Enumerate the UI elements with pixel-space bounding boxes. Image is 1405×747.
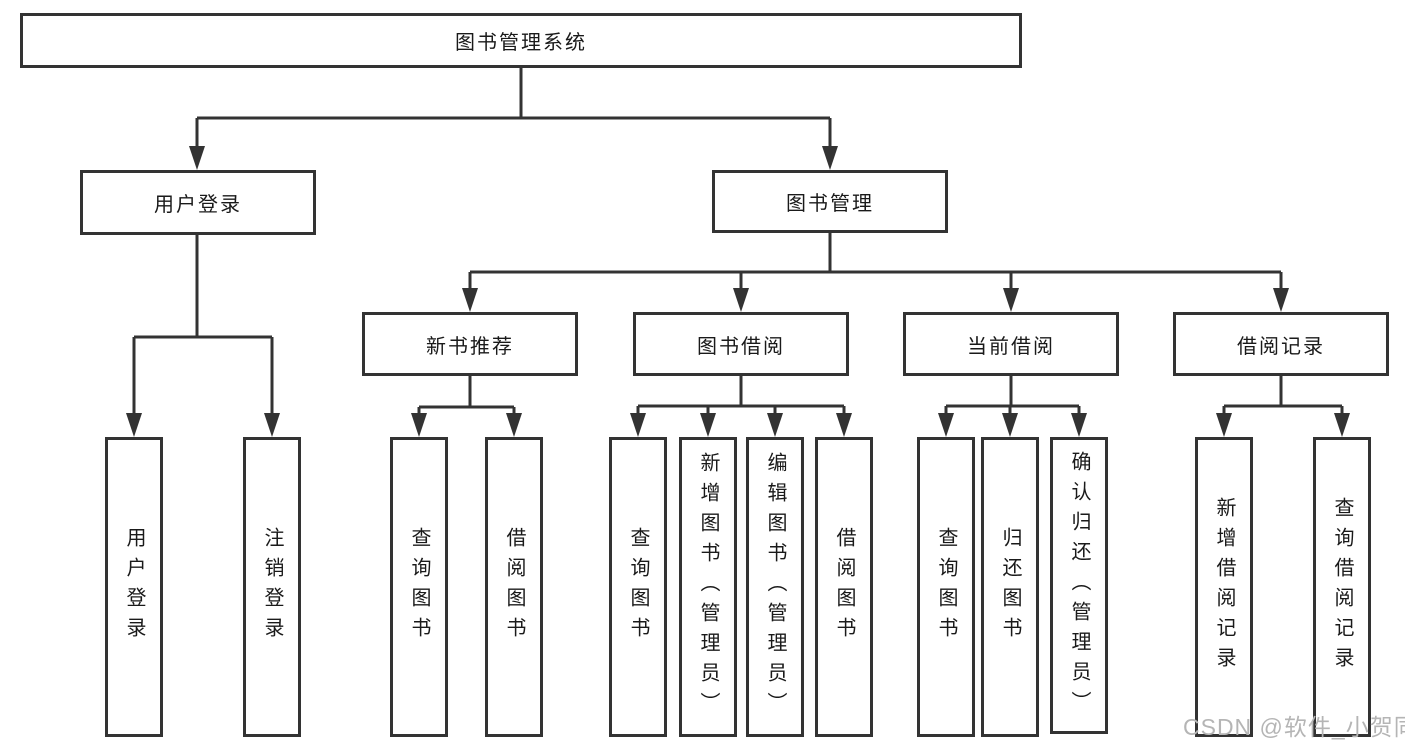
leaf-recommend-query-books-label: 查询图书 — [408, 527, 430, 647]
connector-root-arrowheads — [189, 146, 838, 170]
leaf-current-query-books-label: 查询图书 — [935, 527, 957, 647]
connector-borrow-arrowheads — [630, 413, 852, 437]
node-book-management-label: 图书管理 — [786, 193, 874, 215]
connector-current-to-leaves — [944, 376, 1081, 413]
connector-records-arrowheads — [1216, 413, 1350, 437]
connector-recommend-arrowheads — [411, 413, 522, 437]
node-user-login: 用户登录 — [80, 170, 316, 235]
leaf-recommend-borrow-books-label: 借阅图书 — [503, 527, 525, 647]
leaf-borrow-edit-books-admin-label: 编辑图书（管理员） — [764, 452, 786, 722]
leaf-current-return-books-label: 归还图书 — [999, 527, 1021, 647]
leaf-current-return-books: 归还图书 — [981, 437, 1039, 737]
leaf-borrow-add-books-admin-label: 新增图书（管理员） — [697, 452, 719, 722]
leaf-current-confirm-return-admin-label: 确认归还（管理员） — [1068, 450, 1090, 721]
watermark: CSDN @软件_小贺同学 — [1183, 714, 1405, 740]
node-book-borrow: 图书借阅 — [633, 312, 849, 376]
node-current-borrow: 当前借阅 — [903, 312, 1119, 376]
connector-login-arrowheads — [126, 413, 280, 437]
leaf-logout-label: 注销登录 — [261, 527, 283, 647]
node-library-system-label: 图书管理系统 — [455, 32, 587, 54]
leaf-recommend-borrow-books: 借阅图书 — [485, 437, 543, 737]
leaf-borrow-query-books: 查询图书 — [609, 437, 667, 737]
connector-borrow-to-leaves — [636, 376, 846, 413]
leaf-current-query-books: 查询图书 — [917, 437, 975, 737]
leaf-recommend-query-books: 查询图书 — [390, 437, 448, 737]
connector-root-to-level2 — [195, 68, 832, 146]
leaf-borrow-borrow-books: 借阅图书 — [815, 437, 873, 737]
leaf-records-add-record-label: 新增借阅记录 — [1213, 497, 1235, 677]
node-borrow-records: 借阅记录 — [1173, 312, 1389, 376]
leaf-records-add-record: 新增借阅记录 — [1195, 437, 1253, 737]
node-user-login-label: 用户登录 — [154, 194, 242, 216]
leaf-current-confirm-return-admin: 确认归还（管理员） — [1050, 437, 1108, 734]
connector-manage-to-level3 — [468, 233, 1283, 288]
node-borrow-records-label: 借阅记录 — [1237, 335, 1325, 358]
connector-login-to-leaves — [132, 235, 274, 413]
node-new-book-recommend-label: 新书推荐 — [426, 335, 514, 358]
leaf-borrow-query-books-label: 查询图书 — [627, 527, 649, 647]
leaf-records-query-record-label: 查询借阅记录 — [1331, 497, 1353, 677]
connector-recommend-to-leaves — [417, 376, 516, 413]
leaf-user-login-label: 用户登录 — [123, 527, 145, 647]
leaf-logout: 注销登录 — [243, 437, 301, 737]
leaf-user-login: 用户登录 — [105, 437, 163, 737]
node-library-system: 图书管理系统 — [20, 13, 1022, 68]
node-book-management: 图书管理 — [712, 170, 948, 233]
leaf-borrow-borrow-books-label: 借阅图书 — [833, 527, 855, 647]
node-book-borrow-label: 图书借阅 — [697, 335, 785, 358]
connector-current-arrowheads — [938, 413, 1087, 437]
leaf-borrow-edit-books-admin: 编辑图书（管理员） — [746, 437, 804, 737]
leaf-borrow-add-books-admin: 新增图书（管理员） — [679, 437, 737, 737]
node-current-borrow-label: 当前借阅 — [967, 335, 1055, 358]
node-new-book-recommend: 新书推荐 — [362, 312, 578, 376]
connector-records-to-leaves — [1222, 376, 1344, 413]
leaf-records-query-record: 查询借阅记录 — [1313, 437, 1371, 737]
connector-manage-arrowheads — [462, 288, 1289, 312]
